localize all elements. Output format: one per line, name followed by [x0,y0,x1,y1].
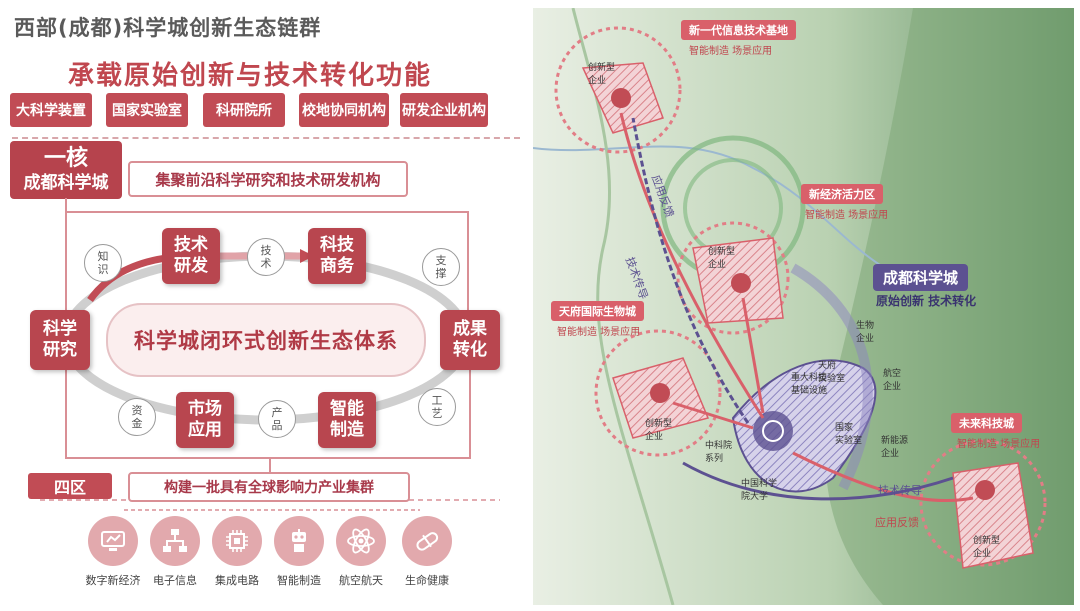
arrow-right-icon [300,249,314,263]
robot-icon [274,516,324,566]
arrow-to-west [672,401,754,430]
arrow-to-north [619,112,765,419]
network-icon [150,516,200,566]
science-city-corridor [790,263,873,491]
connector-bottom [65,370,471,459]
page-subtitle: 承载原始创新与技术转化功能 [68,61,433,91]
connector-top [65,198,469,310]
node-tech-rd: 技术 研发 [162,228,220,284]
digital-economy-icon [88,516,138,566]
node-tech-business: 科技 商务 [308,228,366,284]
page-title: 西部(成都)科学城创新生态链群 [14,16,322,40]
science-city-core [753,411,793,451]
site-aero: 航空 企业 [883,369,902,392]
site-national-lab: 国家 实验室 [835,423,863,446]
zone-label-bio-city: 天府国际生物城 [551,301,644,321]
cycle-center-title: 科学城闭环式创新生态体系 [106,303,426,377]
core-label-a: 一核 [43,146,88,171]
node-smart-manufacturing: 智能 制造 [318,392,376,448]
zone-ring-west [594,329,722,457]
zone-sub-bio-city: 智能制造 场景应用 [557,327,641,338]
category-national-lab: 国家实验室 [106,93,188,127]
core-box: 一核 成都科学城 [10,141,122,199]
node-market-application: 市场 应用 [176,392,234,448]
industry-label-electronics: 电子信息 [153,574,197,587]
industry-label-digital: 数字新经济 [85,574,141,587]
zone-node-west [650,383,670,403]
map-panel: 新一代信息技术基地 智能制造 场景应用 新经济活力区 智能制造 场景应用 天府国… [533,8,1074,605]
zone-label-new-economy: 新经济活力区 [801,184,883,204]
node-results-transfer: 成果 转化 [440,310,500,370]
category-research-institute: 科研院所 [203,93,285,127]
site-innov-center: 创新型 企业 [708,247,736,270]
divider [12,137,520,139]
small-capital: 资 金 [118,398,156,436]
arrow-label-apply-feedback-east: 应用反馈 [875,516,919,529]
site-bio: 生物 企业 [856,321,875,344]
zone-sub-info-tech: 智能制造 场景应用 [689,46,773,57]
site-big-science: 重大科技 基础设施 [791,373,828,396]
zone-node-north [611,88,631,108]
site-innov-north: 创新型 企业 [588,63,616,86]
industry-label-smart-mfg: 智能制造 [277,574,321,587]
chip-icon [212,516,262,566]
zone-label-future-tech: 未来科技城 [951,413,1022,433]
zone-area-east [952,462,1034,569]
arrow-label-tech-transfer-east: 技术传导 [878,484,922,497]
node-science-research: 科学 研究 [30,310,90,370]
science-city-subtitle: 原始创新 技术转化 [876,294,977,308]
site-cas-system: 中科院 系列 [705,441,733,464]
pill-icon [402,516,452,566]
small-support: 支 撑 [422,248,460,286]
arrow-tech-east [682,461,954,501]
arrow-tech-north [631,117,750,424]
arrow-to-center [741,297,765,414]
site-tianfu-lab: 天府 实验室 [818,361,846,384]
science-city-label: 成都科学城 [873,264,969,291]
category-big-science: 大科学装置 [10,93,92,127]
small-process: 工 艺 [418,388,456,426]
site-new-energy: 新能源 企业 [881,436,909,459]
industry-label-aerospace: 航空航天 [339,574,383,587]
small-technology: 技 术 [247,238,285,276]
zone-sub-future-tech: 智能制造 场景应用 [957,439,1041,450]
small-product: 产 品 [258,400,296,438]
small-knowledge: 知 识 [84,244,122,282]
four-zones-label: 四区 [28,473,112,499]
site-innov-east: 创新型 企业 [973,536,1001,559]
zone-node-center [731,273,751,293]
zone-ring-center [676,221,790,335]
category-university-collab: 校地协同机构 [299,93,389,127]
core-label-b: 成都科学城 [23,173,109,193]
zone-sub-new-economy: 智能制造 场景应用 [805,210,889,221]
zone-ring-east [919,439,1047,567]
zone-label-info-tech: 新一代信息技术基地 [681,20,796,40]
category-rd-enterprise: 研发企业机构 [400,93,488,127]
industry-label-health: 生命健康 [405,574,449,587]
zone-ring-north [554,26,682,154]
four-zones-description: 构建一批具有全球影响力产业集群 [128,472,410,502]
site-innov-west: 创新型 企业 [645,419,673,442]
industry-label-ic: 集成电路 [215,574,259,587]
core-description: 集聚前沿科学研究和技术研发机构 [128,161,408,197]
site-university: 中国科学 院大学 [741,479,778,502]
atom-icon [336,516,386,566]
map-mountains [825,8,1074,605]
science-city-core-ring [762,420,784,442]
zone-node-east [975,480,995,500]
